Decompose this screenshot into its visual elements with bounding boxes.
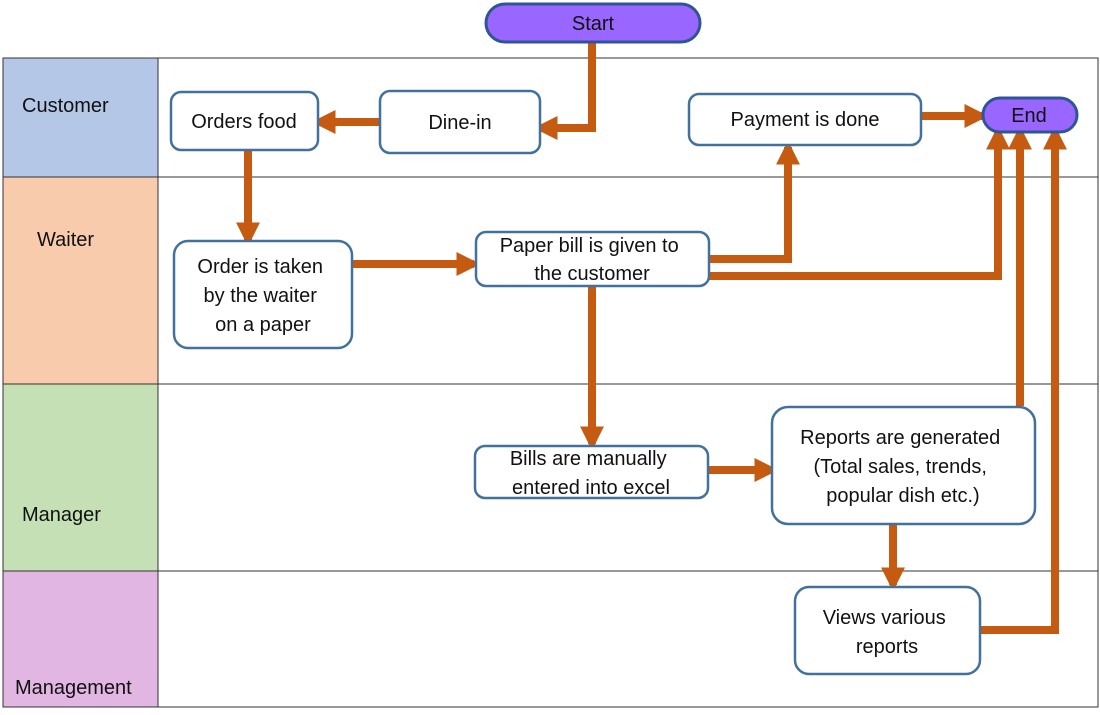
start-terminal — [484, 2, 702, 44]
views-reports-box — [793, 585, 982, 676]
lane-grid — [2, 57, 1099, 708]
reports-generated-line-1: Reports are generated — [800, 427, 1000, 449]
views-reports-label: Views various reports — [823, 607, 952, 658]
payment-label: Payment is done — [731, 109, 880, 131]
dine-in-label: Dine-in — [428, 112, 491, 134]
reports-generated-label: Reports are generated (Total sales, tren… — [800, 427, 1006, 507]
bills-excel-box — [473, 444, 710, 500]
connectors — [236, 42, 1067, 634]
lane-label-customer: Customer — [22, 95, 109, 117]
orders-food-label: Orders food — [191, 111, 297, 133]
paper-bill-box — [474, 230, 711, 288]
order-taken-box — [172, 239, 354, 350]
lane-label-manager: Manager — [22, 504, 101, 526]
lane-label-management: Management — [15, 677, 132, 699]
arrow-views-to-end — [980, 125, 1067, 634]
orders-food-line: Orders food — [191, 111, 297, 133]
views-reports-line-2: reports — [856, 636, 918, 658]
lane-manager-bg — [3, 384, 158, 571]
paper-bill-label: Paper bill is given to the customer — [500, 235, 685, 285]
lane-customer-bg — [3, 58, 158, 177]
lane-waiter-bg — [3, 177, 158, 384]
orders-food-box — [169, 90, 320, 152]
reports-generated-line-2: (Total sales, trends, — [814, 456, 987, 478]
bills-excel-label: Bills are manually entered into excel — [510, 448, 672, 499]
order-taken-line-2: by the waiter — [204, 285, 318, 307]
lane-label-waiter: Waiter — [37, 229, 94, 251]
arrow-paper-bill-to-end — [709, 125, 1010, 280]
reports-generated-line-3: popular dish etc.) — [826, 485, 979, 507]
payment-box — [687, 92, 923, 147]
order-taken-line-3: on a paper — [215, 314, 311, 336]
arrow-start-to-dine-in — [533, 42, 596, 140]
dine-in-box — [378, 89, 542, 155]
payment-line: Payment is done — [731, 109, 880, 131]
order-taken-label: Order is taken by the waiter on a paper — [197, 256, 328, 336]
end-terminal — [981, 96, 1079, 134]
dine-in-line: Dine-in — [428, 112, 491, 134]
lane-management-bg — [3, 571, 158, 707]
paper-bill-line-1: Paper bill is given to — [500, 235, 679, 257]
arrow-paper-bill-to-payment — [709, 140, 800, 263]
paper-bill-line-2: the customer — [534, 263, 650, 285]
end-label: End — [1011, 105, 1047, 127]
start-label-line: Start — [572, 13, 615, 35]
order-taken-line-1: Order is taken — [197, 256, 323, 278]
bills-excel-line-2: entered into excel — [512, 477, 670, 499]
end-label-line: End — [1011, 105, 1047, 127]
reports-generated-box — [770, 405, 1037, 526]
bills-excel-line-1: Bills are manually — [510, 448, 667, 470]
views-reports-line-1: Views various — [823, 607, 946, 629]
start-label: Start — [572, 13, 615, 35]
process-boxes — [169, 89, 1037, 676]
